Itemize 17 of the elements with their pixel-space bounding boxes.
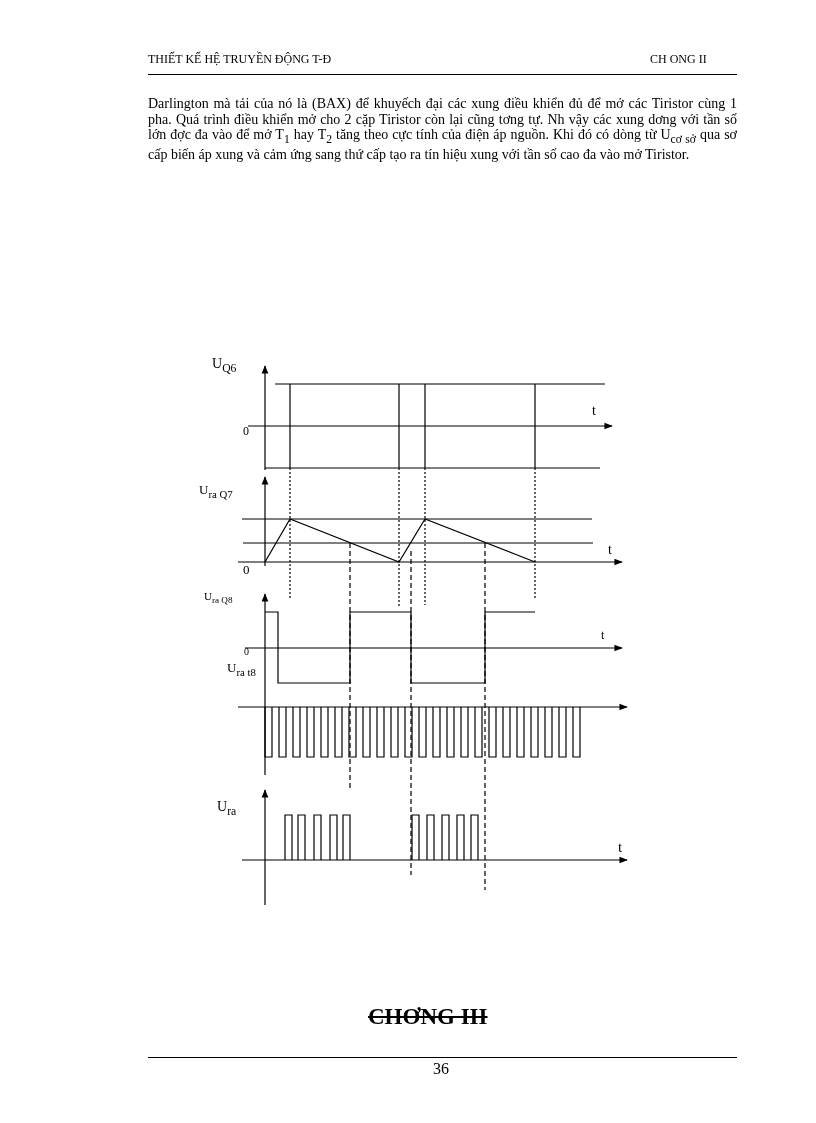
page-header: THIẾT KẾ HỆ TRUYỀN ĐỘNG T-Đ	[148, 53, 332, 65]
axis-label: U$_{ra Q8}$	[204, 591, 233, 606]
axis-label: t	[618, 840, 623, 855]
page-header: CH ONG II	[650, 53, 707, 65]
axis-label: t	[601, 629, 605, 641]
body-paragraph: Darlington mà tải của nó là (BAX) để khuyếch đại các xung điều khiển đủ để mở các Tiristor cùng 1 pha. Quá trình điều khiển mở cho 2 cặp Tiristor còn lại cũng tơng tự. Nh vậy các xung dơng với tần số lớn đợc đa vào để mở T$_{1}$ hay T$_{2}$ tăng theo cực tính của điện áp nguồn. Khi đó có dòng từ U$_{cơ sở}$ qua sơ cấp biến áp xung và cảm ứng sang thứ cấp tạo ra tín hiệu xung với tần số cao đa vào mở Tiristor.	[148, 96, 737, 163]
axis-label: t	[592, 404, 596, 418]
page-number: 36	[433, 1061, 449, 1077]
axis-label: 0	[244, 647, 249, 657]
axis-label: U$_{ra}$	[217, 800, 237, 818]
axis-label: 0	[243, 563, 250, 576]
chapter-heading: CHƠNG III	[368, 1005, 488, 1028]
axis-label: U$_{ra Q7}$	[199, 483, 233, 500]
axis-label: U$_{ra t8}$	[227, 661, 256, 678]
axis-label: U$_{Q6}$	[212, 357, 237, 375]
axis-label: t	[608, 543, 612, 557]
axis-label: 0	[243, 425, 249, 437]
